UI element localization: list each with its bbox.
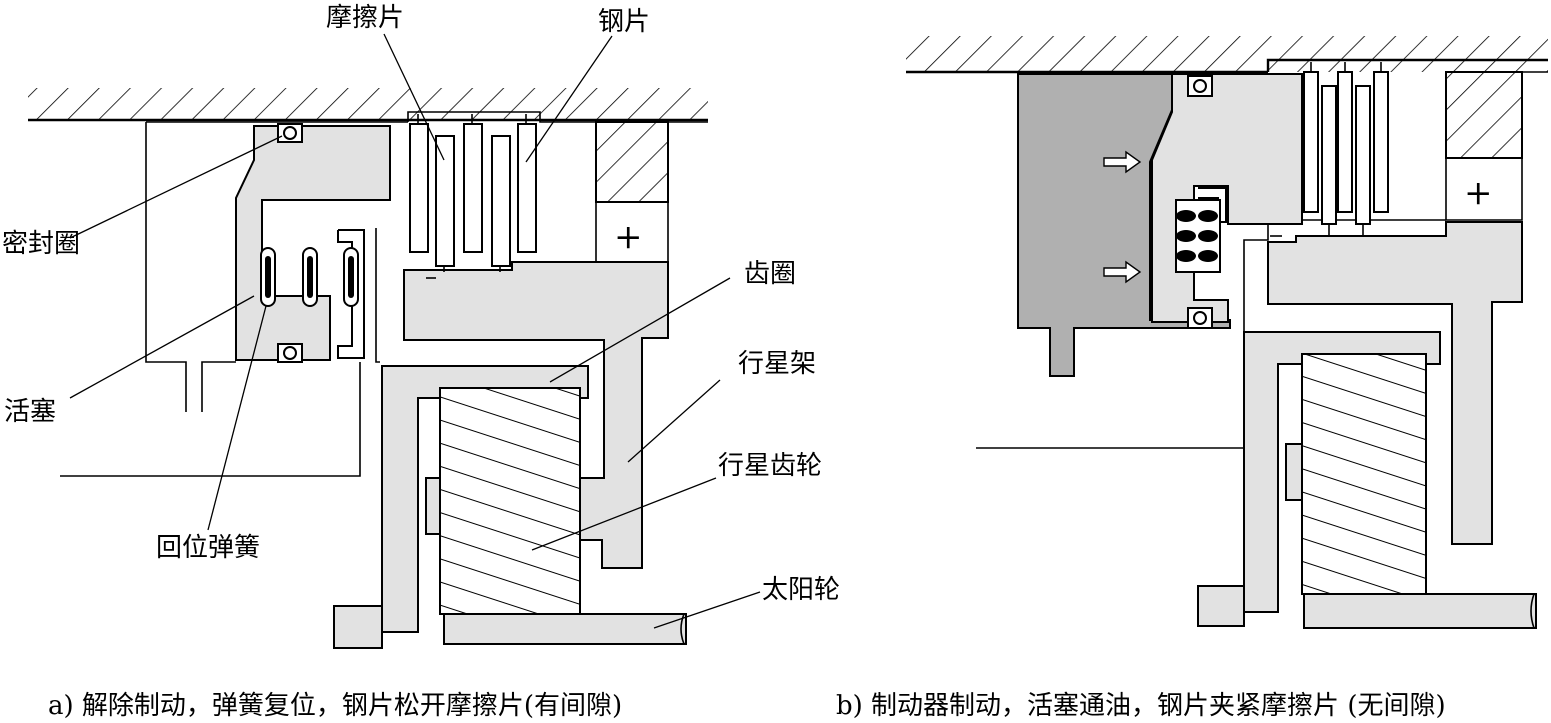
label-planet-gear-a: 行星齿轮 xyxy=(718,451,822,481)
plus-symbol-a: + xyxy=(614,217,643,257)
disc-pack-b xyxy=(1303,62,1389,236)
label-return-spring-a: 回位弹簧 xyxy=(156,533,260,563)
label-steel-disc-a: 钢片 xyxy=(598,7,650,37)
sun-gear-a xyxy=(443,613,687,645)
leaders-a xyxy=(69,33,761,629)
housing-b xyxy=(906,36,1548,159)
ring-gear-b xyxy=(1267,221,1523,545)
housing-a-outline xyxy=(145,122,187,412)
label-planet-carrier-a: 行星架 xyxy=(738,349,816,379)
seal-ring-a xyxy=(277,123,303,363)
label-ring-gear-a: 齿圈 xyxy=(744,259,796,289)
piston-a xyxy=(235,125,391,361)
panel-a: + 摩擦片 钢片 密封圈 活塞 回位弹簧 齿圈 行星架 行星 xyxy=(2,3,840,649)
plus-symbol-b: + xyxy=(1464,173,1493,213)
caption-b: b) 制动器制动，活塞通油，钢片夹紧摩擦片 (无间隙) xyxy=(836,691,1446,721)
sun-gear-b xyxy=(1303,593,1537,629)
ring-gear-a xyxy=(403,261,669,569)
label-seal-ring-a: 密封圈 xyxy=(2,229,80,259)
seal-ring-b xyxy=(1187,75,1213,329)
oil-arrows-b xyxy=(1103,150,1142,284)
return-spring-b xyxy=(1175,199,1221,273)
caption-a: a) 解除制动，弹簧复位，钢片松开摩擦片(有间隙) xyxy=(48,691,622,721)
label-sun-gear-a: 太阳轮 xyxy=(762,575,840,605)
label-piston-a: 活塞 xyxy=(4,397,56,427)
housing-a xyxy=(28,88,708,203)
panel-b: + xyxy=(906,36,1548,629)
label-friction-disc-a: 摩擦片 xyxy=(326,3,404,33)
return-spring-a xyxy=(260,247,359,307)
disc-pack-a xyxy=(409,114,537,272)
